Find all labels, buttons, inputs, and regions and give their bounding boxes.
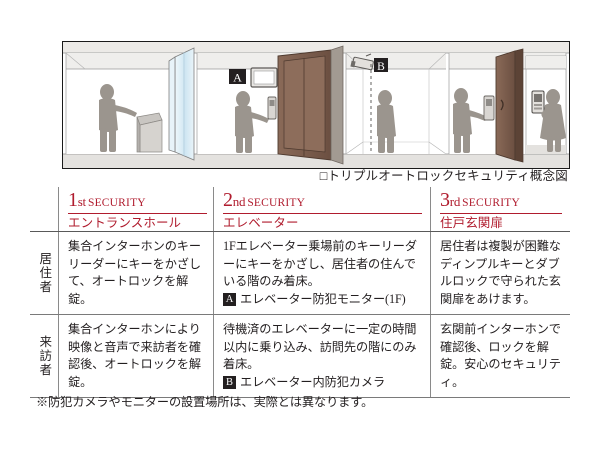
resident-figure-2	[235, 91, 269, 153]
triple-autolock-illustration: A	[63, 42, 569, 168]
cell-visitor-elevator: 待機済のエレベーターに一定の時間以内に乗り込み、訪問先の階にのみ着床。 B エレ…	[213, 315, 430, 397]
security-subtitle-1: エントランスホール	[68, 216, 182, 230]
cell-text: 1Fエレベーター乗場前のキーリーダーにキーをかざし、居住者の住んでいる階のみ着床…	[223, 239, 417, 288]
security-subtitle-2: エレベーター	[223, 216, 299, 230]
marker-b-text: エレベーター内防犯カメラ	[240, 374, 386, 389]
elevator-key-reader	[267, 96, 277, 120]
table-rule-middle	[30, 314, 570, 315]
cell-visitor-dwelling: 玄関前インターホンで確認後、ロックを解錠。安心のセキュリティ。	[430, 315, 570, 397]
entrance-glass-door	[168, 47, 195, 161]
resident-figure-3	[453, 88, 487, 153]
security-word-2: SECURITY	[247, 197, 306, 209]
cell-resident-elevator: 1Fエレベーター乗場前のキーリーダーにキーをかざし、居住者の住んでいる階のみ着床…	[213, 232, 430, 314]
cell-text: 居住者は複製が困難なディンプルキーとダブルロックで守られた玄関扉をあけます。	[440, 239, 561, 306]
cell-text: 集合インターホンにより映像と音声で来訪者を確認後、オートロックを解錠。	[68, 322, 201, 389]
table-rule-top	[30, 231, 570, 232]
security-underline-1	[68, 213, 207, 214]
cell-text: 玄関前インターホンで確認後、ロックを解錠。安心のセキュリティ。	[440, 322, 561, 389]
security-ordinal-suffix-1: st	[77, 194, 86, 209]
marker-a-text: エレベーター防犯モニター(1F)	[240, 291, 406, 306]
table-row-visitor: 来訪者 集合インターホンにより映像と音声で来訪者を確認後、オートロックを解錠。 …	[30, 315, 570, 397]
security-ordinal-2: 2	[223, 189, 233, 211]
visitor-figure-elevator	[377, 90, 396, 153]
security-word-3: SECURITY	[462, 197, 520, 209]
intercom-unit-indoor	[531, 90, 545, 114]
visitor-figure-woman	[540, 89, 566, 152]
dwelling-door-open	[495, 48, 524, 163]
header-row-spacer	[30, 187, 58, 231]
marker-b-badge: B	[223, 375, 236, 389]
dwelling-entrance-scene	[448, 48, 567, 163]
security-ordinal-suffix-3: rd	[449, 194, 461, 209]
elevator-doors-closed	[277, 45, 344, 165]
row-label-visitor: 来訪者	[37, 335, 52, 377]
table-row-resident: 居住者 集合インターホンのキーリーダーにキーをかざして、オートロックを解錠。 1…	[30, 232, 570, 314]
dwelling-interior	[525, 55, 567, 155]
marker-b-line: B エレベーター内防犯カメラ	[223, 374, 424, 392]
cell-visitor-entrance: 集合インターホンにより映像と音声で来訪者を確認後、オートロックを解錠。	[58, 315, 213, 397]
intercom-pedestal	[136, 112, 163, 153]
security-underline-3	[440, 213, 562, 214]
cell-resident-dwelling: 居住者は複製が困難なディンプルキーとダブルロックで守られた玄関扉をあけます。	[430, 232, 570, 314]
door-intercom-panel	[483, 95, 495, 121]
cell-resident-entrance: 集合インターホンのキーリーダーにキーをかざして、オートロックを解錠。	[58, 232, 213, 314]
cell-text: 待機済のエレベーターに一定の時間以内に乗り込み、訪問先の階にのみ着床。	[223, 322, 417, 371]
cell-text: 集合インターホンのキーリーダーにキーをかざして、オートロックを解錠。	[68, 239, 201, 306]
security-ordinal-suffix-2: nd	[232, 194, 246, 209]
table-rule-bottom	[30, 397, 570, 398]
security-ordinal-3: 3	[440, 189, 450, 211]
svg-text:B: B	[377, 61, 385, 73]
entrance-hall-scene	[65, 47, 195, 161]
security-subtitle-3: 住戸玄関扉	[440, 216, 504, 230]
footnote-text: ※防犯カメラやモニターの設置場所は、実際とは異なります。	[36, 395, 374, 409]
security-word-1: SECURITY	[87, 197, 146, 209]
row-label-resident: 居住者	[37, 252, 52, 294]
security-ordinal-1: 1	[68, 189, 78, 211]
elevator-interior-scene: B	[345, 52, 447, 155]
svg-text:A: A	[233, 70, 242, 84]
security-camera-b: B	[350, 53, 388, 73]
security-underline-2	[223, 213, 422, 214]
illustration-panel: A	[62, 41, 570, 169]
elevator-security-monitor-a: A	[229, 67, 278, 88]
marker-a-badge: A	[223, 292, 236, 306]
elevator-hall-scene: A	[196, 45, 344, 165]
illustration-caption: □トリプルオートロックセキュリティ概念図	[319, 169, 568, 183]
marker-a-line: A エレベーター防犯モニター(1F)	[223, 291, 424, 309]
resident-figure-1	[99, 84, 137, 152]
